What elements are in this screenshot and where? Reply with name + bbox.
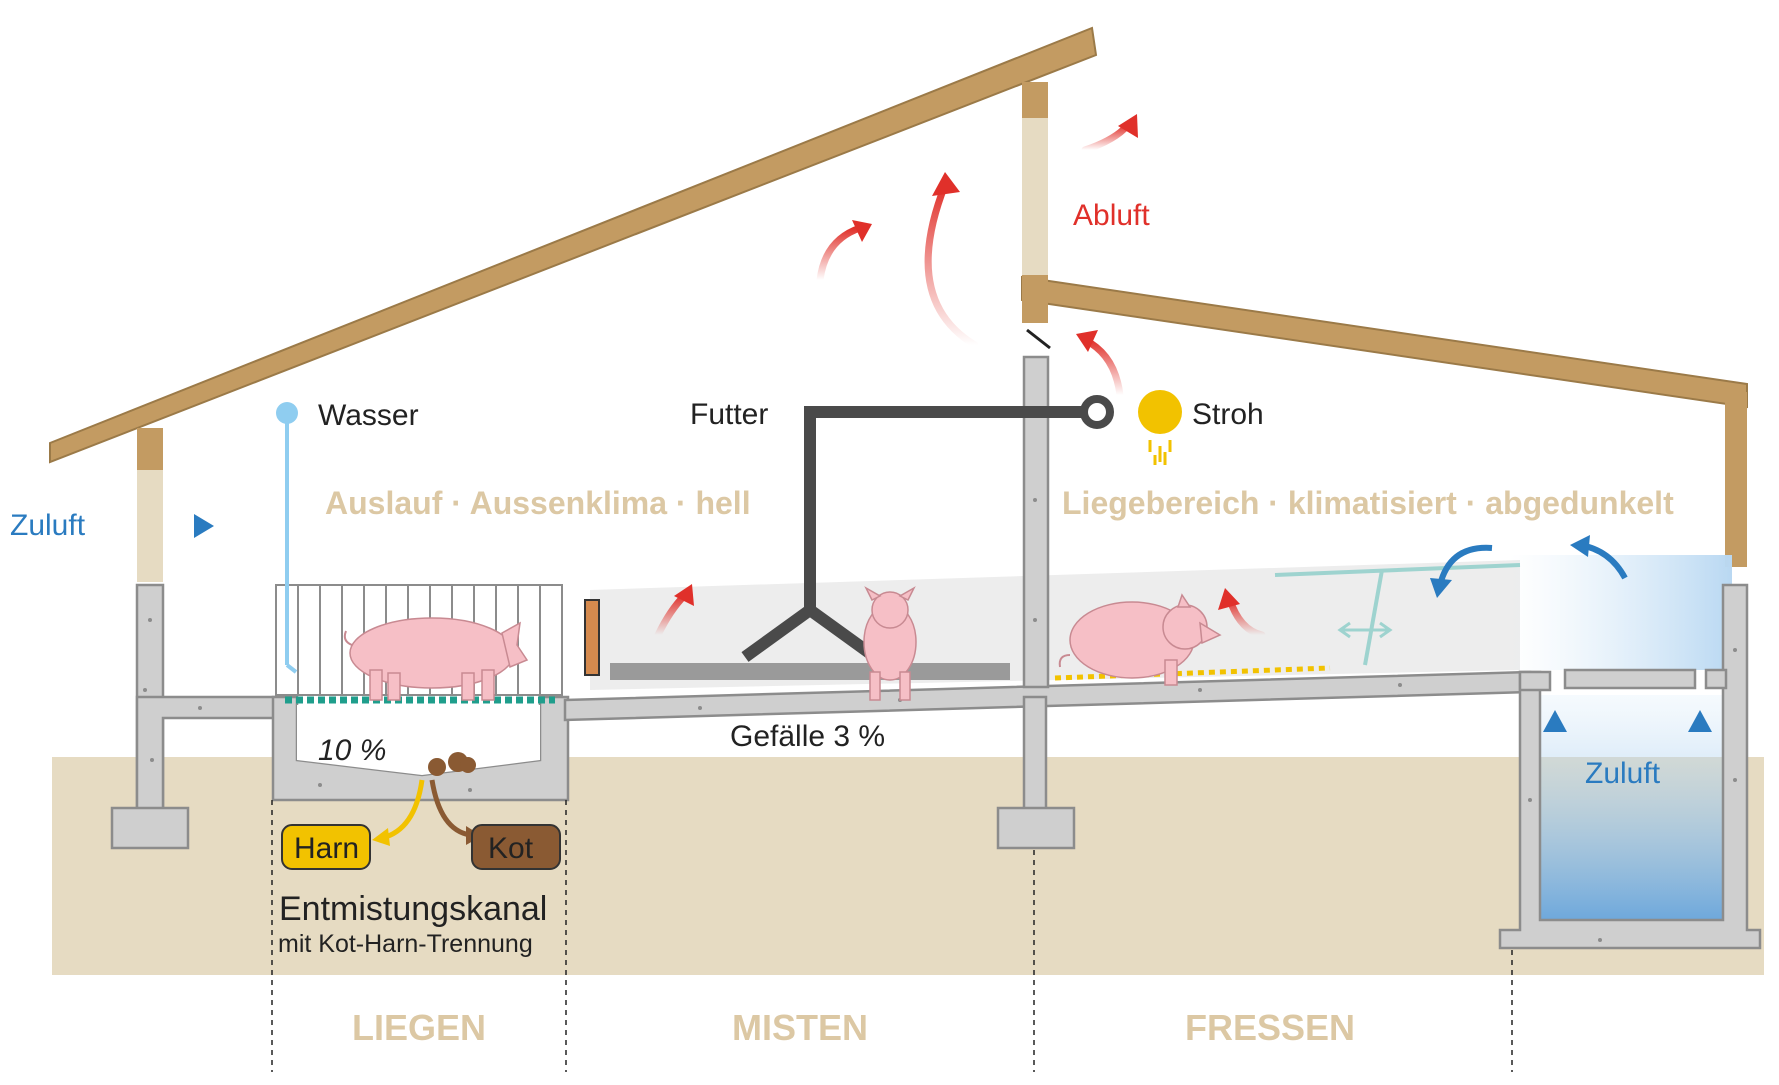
sun-icon	[1138, 390, 1182, 465]
supply-arrowhead-up-1	[1543, 710, 1567, 732]
channel-grate-left	[1518, 670, 1552, 692]
label-zuluft-left: Zuluft	[10, 509, 86, 542]
airflow-arrow-icon	[654, 121, 1266, 639]
ridge-post	[1022, 82, 1048, 118]
zone-lying-area: Liegebereich · klimatisiert · abgedunkel…	[1062, 485, 1674, 521]
swirl-head-1	[1430, 578, 1452, 598]
right-roof-stub	[1022, 275, 1048, 323]
pig-icon	[343, 617, 529, 701]
column-misten: MISTEN	[732, 1007, 868, 1048]
left-roof-post	[137, 428, 163, 470]
ridge-damper	[1026, 328, 1051, 350]
label-slope-pit: 10 %	[318, 734, 386, 767]
urine-arrowhead	[372, 828, 390, 846]
label-zuluft-right: Zuluft	[1585, 757, 1661, 790]
channel-grate-right	[1704, 668, 1728, 690]
label-channel-title: Entmistungskanal	[279, 890, 547, 928]
column-liegen: LIEGEN	[352, 1007, 486, 1048]
left-roof	[49, 26, 1098, 464]
exhaust-arrowheads	[674, 114, 1240, 610]
center-column-base	[1022, 695, 1048, 814]
pit-void	[297, 705, 540, 775]
concrete-texture	[143, 498, 1737, 942]
pen-door	[584, 599, 600, 676]
label-harn: Harn	[294, 832, 359, 865]
center-footing	[996, 806, 1076, 850]
manure-droppings	[428, 752, 476, 776]
label-futter: Futter	[690, 398, 768, 431]
feed-pipe	[741, 406, 1090, 662]
label-wasser: Wasser	[318, 399, 419, 432]
lying-cover	[1274, 563, 1521, 666]
feed-ring-icon	[1080, 395, 1114, 429]
water-line	[276, 402, 298, 674]
zone-outdoor: Auslauf · Aussenklima · hell	[325, 485, 751, 521]
water-drop-icon	[276, 402, 298, 424]
kot-box	[471, 824, 561, 870]
manure-arrow	[429, 779, 471, 838]
right-roof	[1021, 275, 1748, 409]
left-footing	[110, 806, 190, 850]
pig-icon	[863, 586, 917, 701]
label-slope-floor: Gefälle 3 %	[730, 720, 885, 753]
lying-area-shade	[590, 560, 1520, 690]
pig-icon	[1058, 593, 1222, 686]
right-roof-post	[1725, 392, 1747, 567]
supply-arrowhead-left	[194, 514, 214, 538]
supply-arrowhead-up-2	[1688, 710, 1712, 732]
straw-bedding	[1054, 665, 1331, 681]
label-channel-sub: mit Kot-Harn-Trennung	[278, 930, 533, 958]
column-fressen: FRESSEN	[1185, 1007, 1355, 1048]
swirl-head-2	[1570, 535, 1590, 557]
label-stroh: Stroh	[1192, 398, 1264, 431]
channel-grate-mid	[1563, 668, 1697, 690]
label-kot: Kot	[488, 832, 534, 865]
right-channel-walls	[1498, 583, 1762, 950]
harn-box	[281, 824, 371, 870]
label-abluft: Abluft	[1073, 199, 1150, 232]
air-channel	[1540, 695, 1723, 920]
ridge-window	[1022, 118, 1048, 278]
feed-trough	[610, 663, 1010, 680]
